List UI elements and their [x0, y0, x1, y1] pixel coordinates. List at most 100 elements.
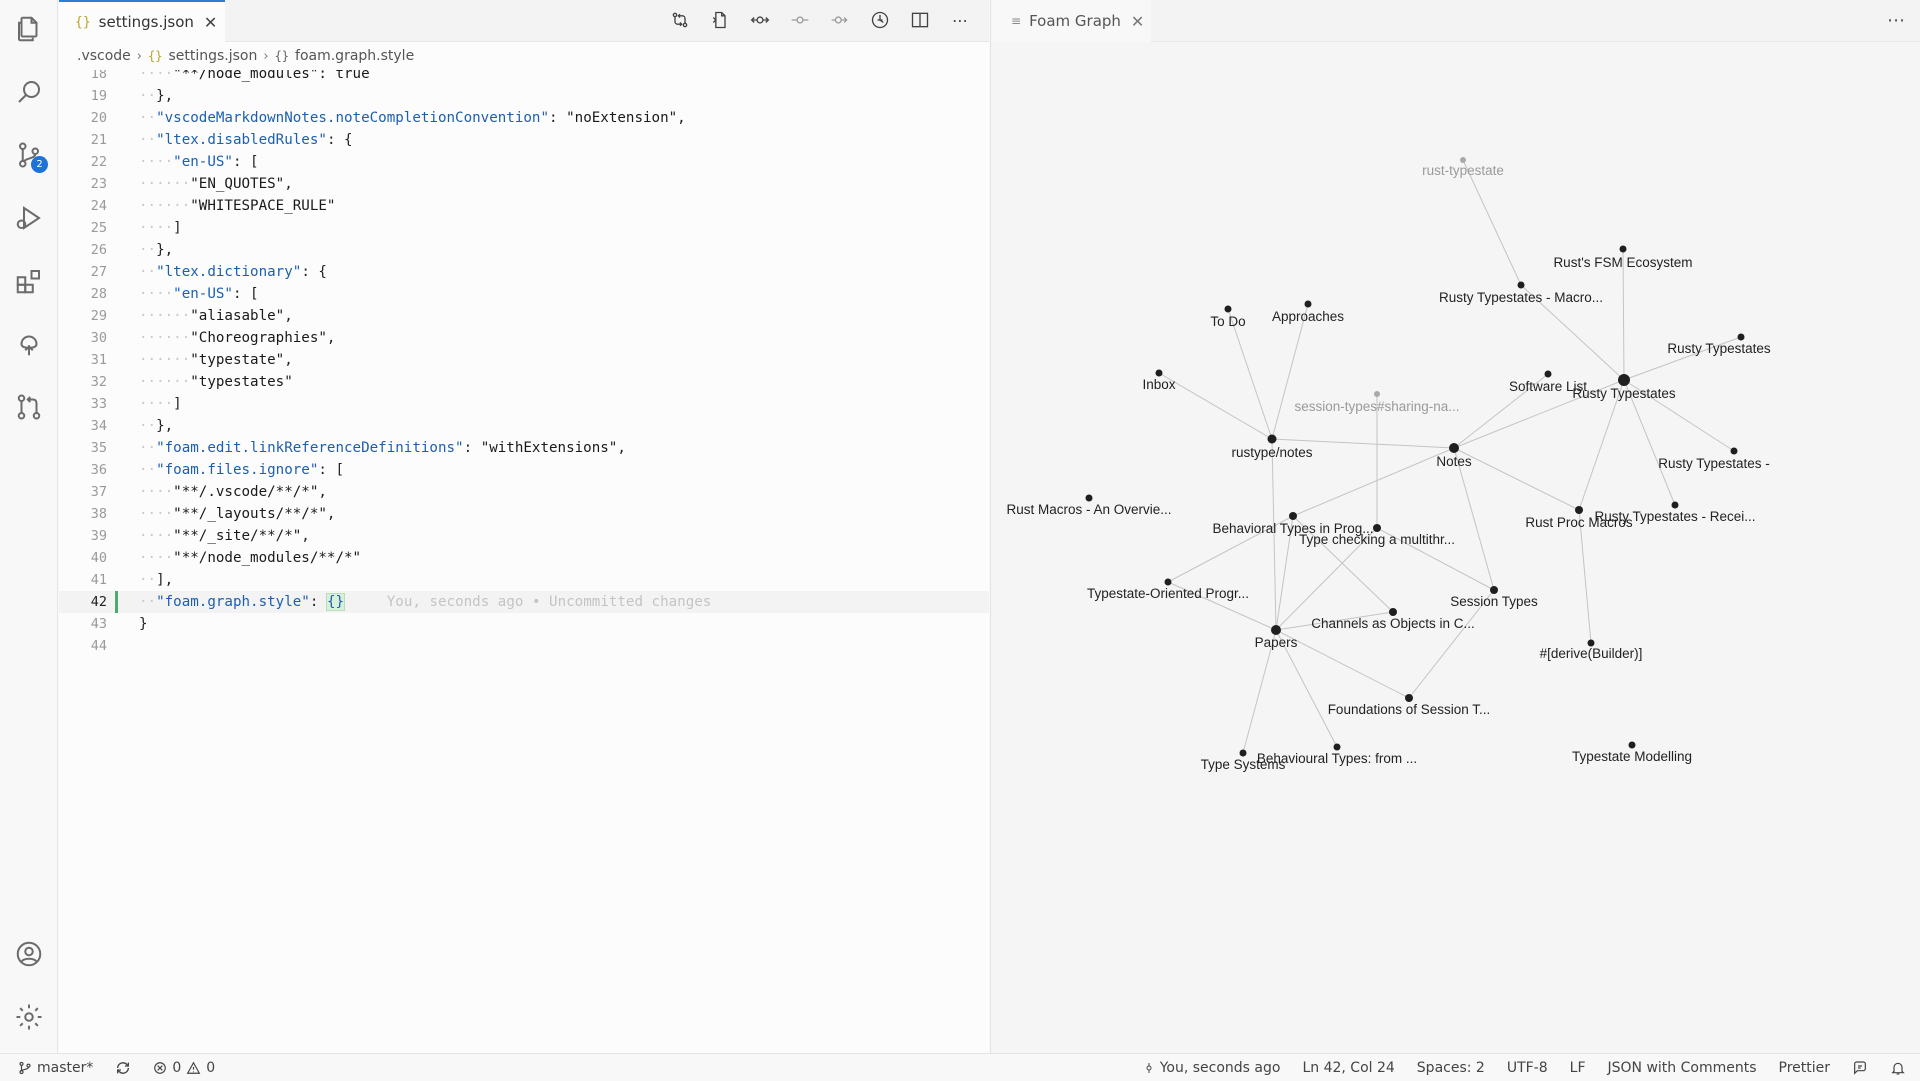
graph-node-label[interactable]: Rust Proc Macros	[1525, 515, 1633, 530]
extensions-icon[interactable]	[0, 252, 58, 310]
code-line[interactable]: 31······"typestate",	[59, 349, 989, 371]
graph-node-label[interactable]: Behavioral Types in Prog...	[1212, 521, 1373, 536]
explorer-icon[interactable]	[0, 0, 58, 58]
foam-tree-icon[interactable]	[0, 315, 58, 373]
graph-node-session-types[interactable]: Session Types	[1450, 586, 1538, 609]
graph-node-inbox[interactable]: Inbox	[1142, 369, 1176, 393]
graph-node-foundations-session[interactable]: Foundations of Session T...	[1328, 694, 1491, 717]
code-line[interactable]: 43}	[59, 613, 989, 635]
graph-node-label[interactable]: Rust Macros - An Overvie...	[1006, 502, 1171, 517]
graph-node-label[interactable]: Papers	[1255, 635, 1298, 650]
graph-node-dot[interactable]	[1730, 447, 1738, 455]
graph-node-dot[interactable]	[1517, 281, 1525, 289]
graph-node-label[interactable]: #[derive(Builder)]	[1540, 646, 1643, 661]
code-line[interactable]: 25····]	[59, 217, 989, 239]
graph-node-dot[interactable]	[1389, 608, 1397, 616]
code-line[interactable]: 40····"**/node_modules/**/*"	[59, 547, 989, 569]
breadcrumb-item[interactable]: settings.json	[168, 48, 258, 64]
graph-node-typestate-oriented[interactable]: Typestate-Oriented Progr...	[1087, 578, 1249, 602]
problems-indicator[interactable]: 0 0	[153, 1060, 215, 1076]
code-line[interactable]: 30······"Choreographies",	[59, 327, 989, 349]
branch-indicator[interactable]: master*	[18, 1060, 93, 1076]
code-line[interactable]: 34··},	[59, 415, 989, 437]
next-revision-icon[interactable]	[829, 9, 851, 31]
code-line[interactable]: 28····"en-US": [	[59, 283, 989, 305]
graph-node-dot[interactable]	[1737, 333, 1745, 341]
formatter[interactable]: Prettier	[1778, 1059, 1831, 1076]
close-tab-icon[interactable]: ✕	[203, 12, 218, 32]
graph-node-label[interactable]: Type Systems	[1201, 757, 1286, 772]
tab-foam-graph[interactable]: ≡ Foam Graph ✕	[991, 0, 1151, 42]
sync-button[interactable]	[115, 1060, 131, 1076]
end-of-line[interactable]: LF	[1569, 1059, 1586, 1076]
graph-node-label[interactable]: Rusty Typestates	[1572, 386, 1676, 401]
graph-node-session-types-sharing[interactable]: session-types#sharing-na...	[1294, 391, 1460, 414]
graph-node-dot[interactable]	[1449, 443, 1459, 453]
graph-node-dot[interactable]	[1239, 749, 1247, 757]
graph-node-rust-macros-overview[interactable]: Rust Macros - An Overvie...	[1006, 494, 1172, 518]
cursor-position[interactable]: Ln 42, Col 24	[1302, 1059, 1395, 1076]
graph-node-label[interactable]: Software List	[1509, 379, 1587, 394]
graph-node-label[interactable]: Typestate-Oriented Progr...	[1087, 586, 1249, 601]
more-actions-icon[interactable]: ⋯	[952, 10, 968, 30]
more-actions-icon[interactable]: ⋯	[1887, 10, 1905, 31]
graph-node-label[interactable]: Rusty Typestates -	[1658, 456, 1770, 471]
split-editor-icon[interactable]	[909, 9, 931, 31]
graph-node-behavioural-types-from[interactable]: Behavioural Types: from ...	[1257, 743, 1417, 767]
language-mode[interactable]: JSON with Comments	[1607, 1059, 1757, 1076]
graph-node-dot[interactable]	[1575, 506, 1583, 514]
graph-node-rusty-typestates-dash[interactable]: Rusty Typestates -	[1658, 447, 1770, 472]
graph-node-type-systems[interactable]: Type Systems	[1201, 749, 1286, 773]
graph-node-dot[interactable]	[1374, 391, 1380, 397]
graph-node-rusty-typestates-recei[interactable]: Rusty Typestates - Recei...	[1594, 501, 1756, 525]
run-debug-icon[interactable]	[0, 189, 58, 247]
breadcrumb-item[interactable]: foam.graph.style	[295, 48, 415, 64]
graph-node-label[interactable]: Typestate Modelling	[1572, 749, 1692, 764]
notifications-bell-icon[interactable]	[1890, 1060, 1906, 1076]
graph-node-label[interactable]: Rusty Typestates	[1667, 341, 1771, 356]
pull-requests-icon[interactable]	[0, 378, 58, 436]
graph-node-label[interactable]: To Do	[1210, 314, 1245, 329]
graph-node-dot[interactable]	[1405, 694, 1413, 702]
code-line[interactable]: 19··},	[59, 85, 989, 107]
settings-gear-icon[interactable]	[0, 988, 58, 1046]
graph-node-label[interactable]: Behavioural Types: from ...	[1257, 751, 1417, 766]
previous-revision-icon[interactable]	[789, 9, 811, 31]
graph-node-derive-builder[interactable]: #[derive(Builder)]	[1540, 639, 1643, 662]
graph-node-rust-typestate[interactable]: rust-typestate	[1422, 157, 1504, 178]
graph-node-dot[interactable]	[1155, 369, 1163, 377]
close-tab-icon[interactable]: ✕	[1130, 11, 1145, 31]
graph-node-rusty-typestates[interactable]: Rusty Typestates	[1572, 374, 1676, 401]
code-line[interactable]: 29······"aliasable",	[59, 305, 989, 327]
graph-node-dot[interactable]	[1304, 300, 1312, 308]
graph-node-rustype-notes[interactable]: rustype/notes	[1231, 434, 1313, 461]
toggle-blame-icon[interactable]	[869, 9, 891, 31]
graph-node-dot[interactable]	[1460, 157, 1466, 163]
graph-node-dot[interactable]	[1490, 586, 1498, 594]
graph-node-papers[interactable]: Papers	[1255, 625, 1298, 650]
graph-node-notes[interactable]: Notes	[1436, 443, 1472, 469]
graph-node-dot[interactable]	[1289, 512, 1297, 520]
graph-node-dot[interactable]	[1164, 578, 1172, 586]
graph-node-label[interactable]: Inbox	[1142, 377, 1175, 392]
graph-node-label[interactable]: Session Types	[1450, 594, 1538, 609]
graph-node-label[interactable]: rustype/notes	[1231, 445, 1312, 460]
code-line[interactable]: 22····"en-US": [	[59, 151, 989, 173]
feedback-icon[interactable]	[1852, 1060, 1868, 1076]
graph-node-dot[interactable]	[1544, 370, 1552, 378]
graph-node-dot[interactable]	[1267, 434, 1277, 444]
code-line[interactable]: 42··"foam.graph.style": {} You, seconds …	[59, 591, 989, 613]
graph-node-dot[interactable]	[1333, 743, 1341, 751]
graph-node-rusty-typestates-r[interactable]: Rusty Typestates	[1667, 333, 1771, 357]
code-line[interactable]: 44	[59, 635, 989, 657]
graph-node-dot[interactable]	[1224, 305, 1232, 313]
graph-node-label[interactable]: Notes	[1436, 454, 1472, 469]
graph-node-dot[interactable]	[1628, 741, 1636, 749]
code-line[interactable]: 20··"vscodeMarkdownNotes.noteCompletionC…	[59, 107, 989, 129]
code-line[interactable]: 32······"typestates"	[59, 371, 989, 393]
graph-node-dot[interactable]	[1373, 524, 1381, 532]
code-line[interactable]: 21··"ltex.disabledRules": {	[59, 129, 989, 151]
code-line[interactable]: 38····"**/_layouts/**/*",	[59, 503, 989, 525]
graph-node-label[interactable]: Type checking a multithr...	[1299, 532, 1455, 547]
